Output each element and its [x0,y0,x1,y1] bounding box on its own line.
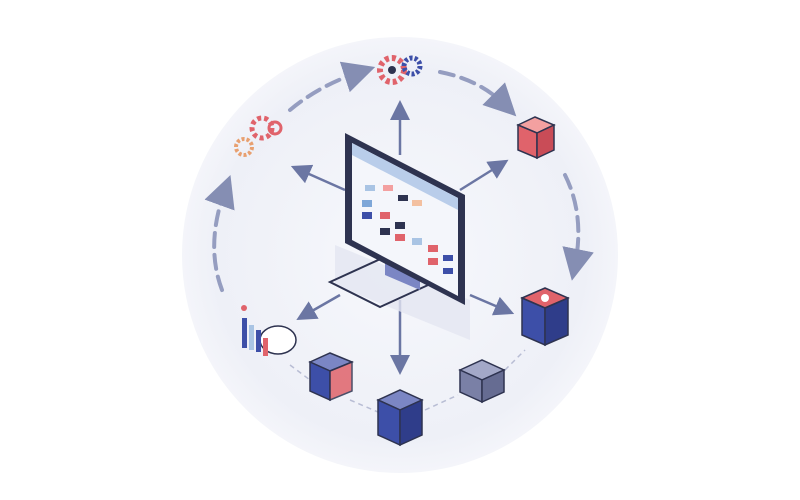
gears-icon [234,115,283,157]
monitor-icon [327,133,470,340]
server-icon [308,352,354,402]
gears-icon [377,55,423,85]
server-icon [520,287,570,347]
chart-cloud-icon [241,305,297,356]
cycle-arrows [204,61,594,292]
ring-arrow [288,61,376,112]
server-icon [458,359,506,404]
screen-blocks [362,185,453,274]
ring-arrow [438,70,517,117]
server-icon [376,389,424,447]
ring-arrow [562,173,594,281]
ring-arrow [204,174,235,292]
connectors [289,349,526,413]
storage-box-icon [516,116,556,160]
